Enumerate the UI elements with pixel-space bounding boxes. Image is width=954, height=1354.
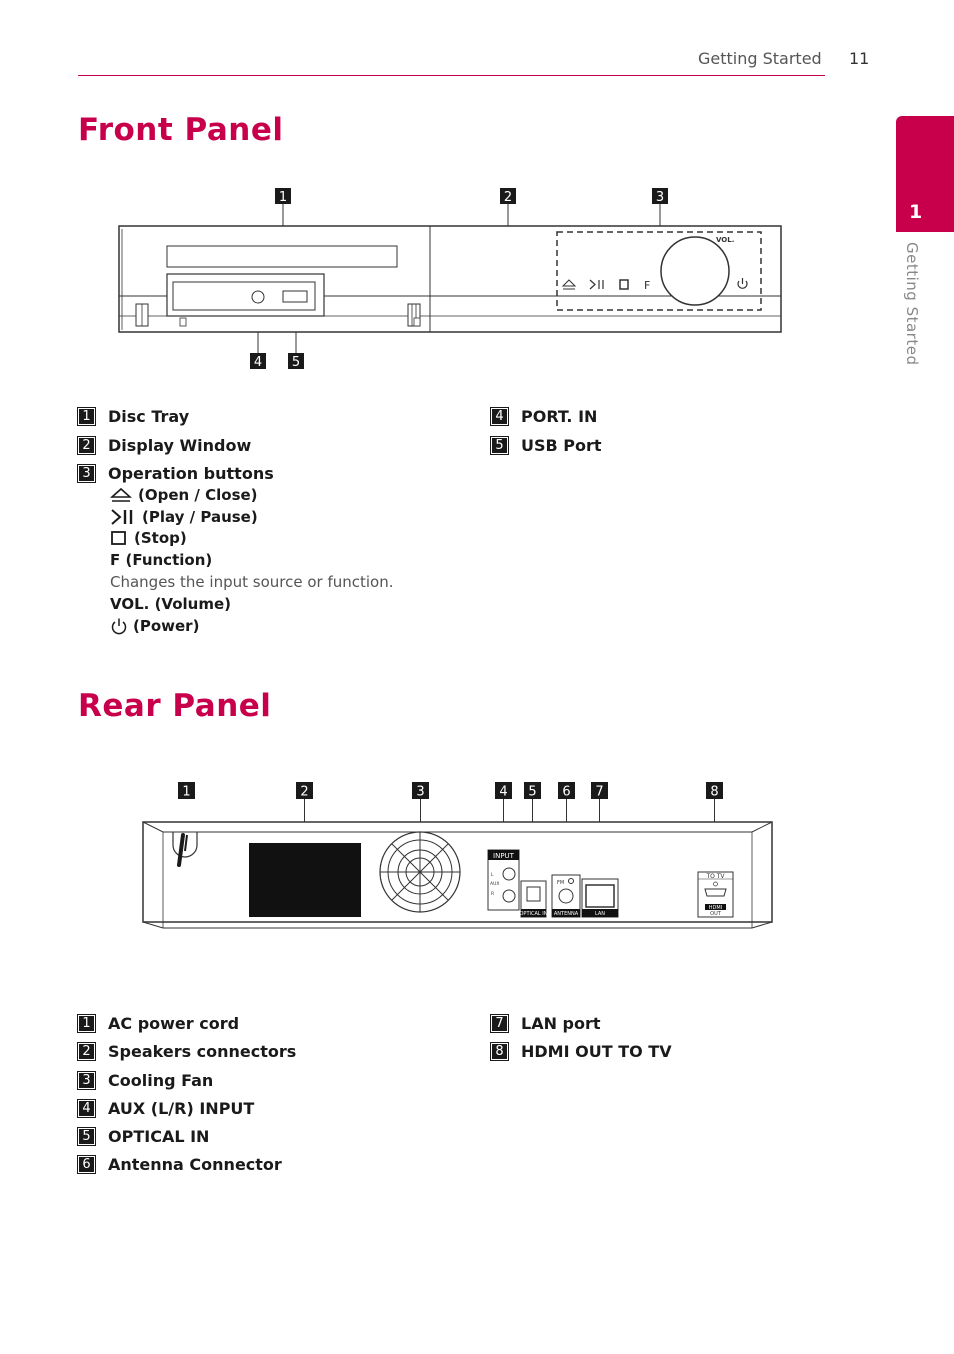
svg-text:5: 5 [528,785,536,800]
svg-text:INPUT: INPUT [493,852,515,860]
rear-callout-3: 3 [412,782,429,800]
op-function-description: Changes the input source or function. [110,573,394,591]
rear-callout-8: 8 [706,782,723,800]
front-callout-2: 2 [500,188,516,205]
chapter-label: Getting Started [903,242,921,366]
op-power: (Power) [110,617,199,635]
chapter-number: 1 [909,201,923,223]
rear-item-hdmi-out: 8 HDMI OUT TO TV [490,1042,672,1061]
rear-callout-4: 4 [495,782,512,800]
rear-item-speakers-connectors: 2 Speakers connectors [77,1042,296,1061]
op-function: F (Function) [110,551,213,569]
front-item-usb-port: 5 USB Port [490,436,602,455]
op-stop: (Stop) [110,529,187,547]
svg-text:4: 4 [254,355,262,370]
rear-panel-diagram: 1 2 3 4 5 6 7 8 [142,782,773,929]
header-section-title: Getting Started [698,49,822,68]
front-callout-3: 3 [652,188,668,205]
svg-text:HDMI: HDMI [709,905,722,911]
fan-icon [379,831,461,913]
stop-icon [111,531,126,545]
speaker-connectors-block [249,843,361,917]
svg-text:2: 2 [300,785,308,800]
svg-text:FM: FM [557,880,564,886]
front-play-pause-icon [589,279,604,290]
op-open-close: (Open / Close) [110,486,258,504]
svg-text:3: 3 [656,190,664,205]
svg-text:3: 3 [416,785,424,800]
power-icon [111,618,127,635]
rear-callout-7: 7 [591,782,608,800]
svg-text:1: 1 [279,190,287,205]
front-callout-1: 1 [275,188,291,205]
play-pause-icon [111,509,133,525]
svg-text:6: 6 [562,785,570,800]
front-item-disc-tray: 1 Disc Tray [77,407,189,426]
rear-callout-6: 6 [558,782,575,800]
svg-text:R: R [491,891,494,897]
svg-text:1: 1 [182,785,190,800]
svg-text:4: 4 [499,785,507,800]
svg-text:L: L [491,872,494,878]
rear-callout-1: 1 [178,782,195,800]
svg-text:F: F [644,279,650,292]
page-number: 11 [849,49,870,68]
front-panel-diagram: 1 2 3 4 5 VOL. [118,188,782,370]
front-item-operation-buttons: 3 Operation buttons [77,464,274,483]
front-eject-icon [561,279,577,290]
svg-text:AUX: AUX [490,881,499,887]
front-stop-icon [619,279,629,290]
rear-item-cooling-fan: 3 Cooling Fan [77,1071,213,1090]
rear-item-antenna-connector: 6 Antenna Connector [77,1155,282,1174]
svg-text:8: 8 [710,785,718,800]
svg-text:ANTENNA: ANTENNA [554,911,579,917]
rear-item-lan-port: 7 LAN port [490,1014,601,1033]
svg-text:VOL.: VOL. [716,236,734,244]
front-panel-title: Front Panel [78,112,284,148]
power-cord-icon [172,832,198,867]
svg-text:OPTICAL IN: OPTICAL IN [520,911,548,917]
header-rule [78,75,825,76]
rear-panel-title: Rear Panel [78,688,272,724]
front-callout-5: 5 [288,353,304,370]
front-item-display-window: 2 Display Window [77,436,251,455]
rear-item-aux-input: 4 AUX (L/R) INPUT [77,1099,254,1118]
rear-item-optical-in: 5 OPTICAL IN [77,1127,209,1146]
op-volume: VOL. (Volume) [110,595,232,613]
chapter-tab [896,116,954,232]
svg-text:5: 5 [292,355,300,370]
svg-text:2: 2 [504,190,512,205]
front-power-icon [737,278,748,289]
svg-text:7: 7 [595,785,603,800]
svg-text:TO TV: TO TV [705,873,725,880]
front-item-port-in: 4 PORT. IN [490,407,597,426]
rear-callout-5: 5 [524,782,541,800]
eject-icon [110,487,132,502]
op-play-pause: (Play / Pause) [110,508,258,526]
svg-text:OUT: OUT [710,911,722,917]
rear-callout-2: 2 [296,782,313,800]
svg-text:LAN: LAN [595,911,605,917]
rear-item-ac-power-cord: 1 AC power cord [77,1014,239,1033]
front-callout-4: 4 [250,353,266,370]
